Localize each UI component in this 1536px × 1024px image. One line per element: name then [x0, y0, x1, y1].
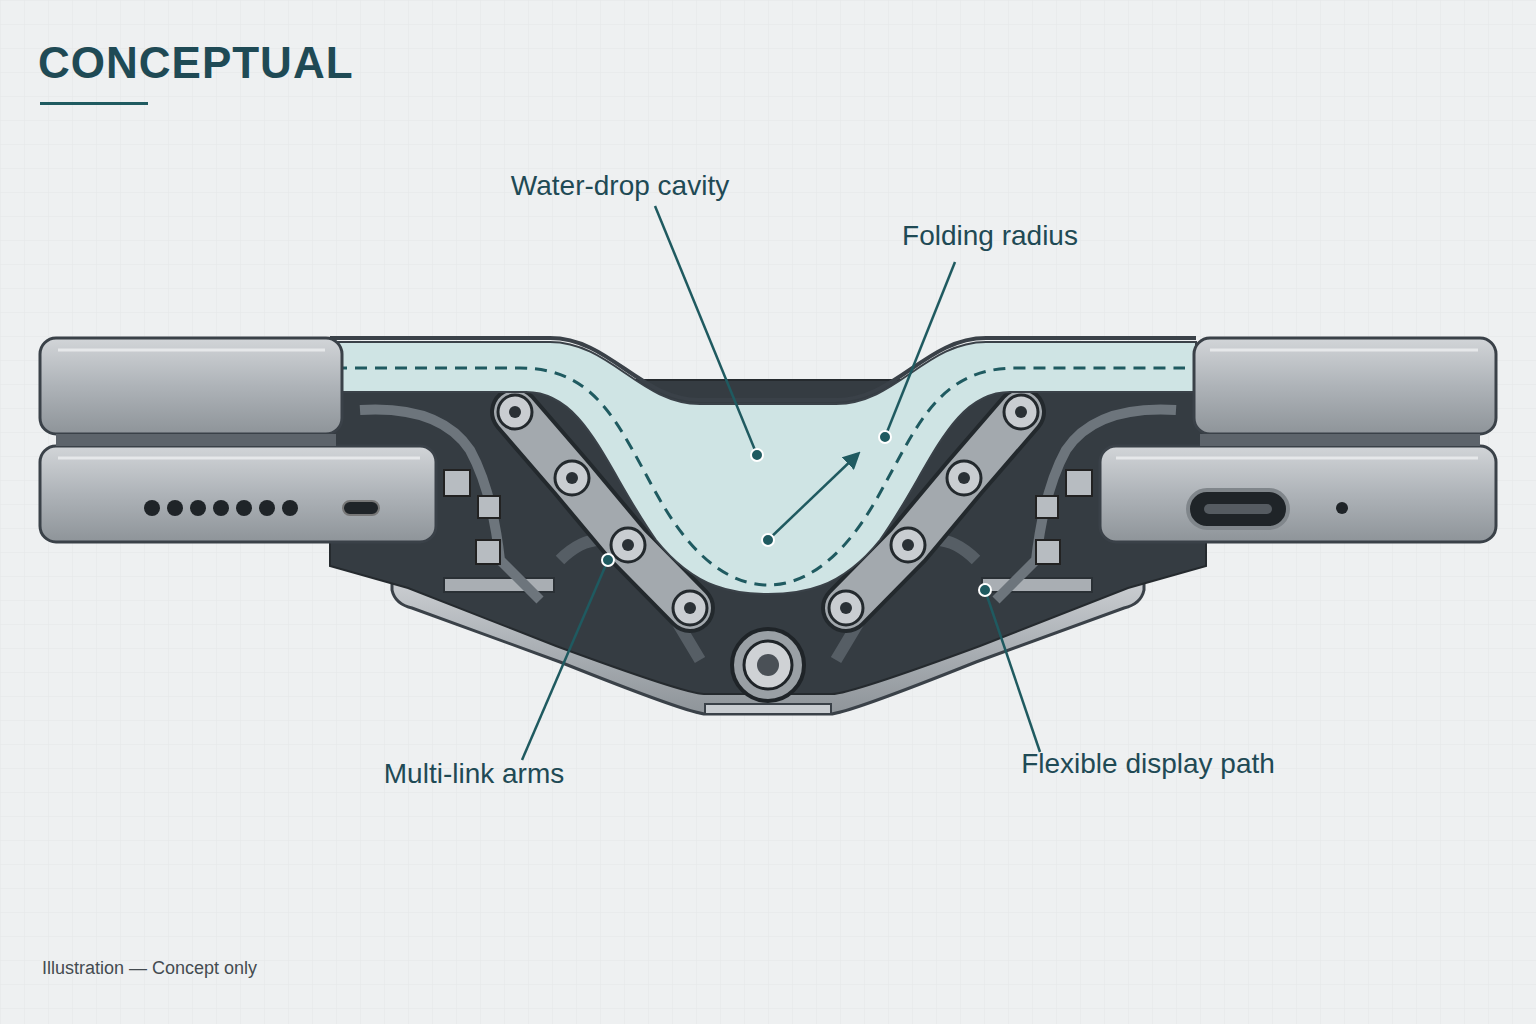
slab-highlight	[58, 349, 325, 352]
leader-dot	[762, 534, 774, 546]
slab-highlight	[58, 457, 420, 460]
mic-hole	[1336, 502, 1348, 514]
speaker-hole	[190, 500, 206, 516]
speaker-grille	[144, 500, 298, 516]
leader-dots	[602, 431, 991, 596]
link-pin	[829, 591, 863, 625]
speaker-hole	[144, 500, 160, 516]
speaker-hole	[236, 500, 252, 516]
caption: Illustration — Concept only	[42, 958, 257, 979]
phone-slab	[40, 338, 342, 434]
leader-line	[522, 560, 608, 760]
slab-gap	[56, 434, 336, 446]
pin-center	[566, 472, 578, 484]
usb-c-tongue	[1204, 504, 1272, 514]
speaker-hole	[282, 500, 298, 516]
hinge-block	[476, 540, 500, 564]
diagram-title: CONCEPTUAL	[38, 38, 354, 89]
pivot-ring	[744, 641, 792, 689]
link-pin	[555, 461, 589, 495]
slab-highlight	[1210, 349, 1478, 352]
pin-center	[902, 539, 914, 551]
slab-gap	[1200, 434, 1480, 446]
phone-slab	[40, 446, 436, 542]
part-label: Folding radius	[902, 220, 1078, 252]
phone-slab	[1194, 338, 1496, 434]
pin-center	[840, 602, 852, 614]
speaker-hole	[259, 500, 275, 516]
link-pin	[673, 591, 707, 625]
leader-line	[885, 262, 955, 437]
title-underline	[40, 102, 148, 105]
part-label: Water-drop cavity	[511, 170, 729, 202]
link-pin	[891, 528, 925, 562]
link-pin	[498, 395, 532, 429]
leader-line	[655, 206, 757, 455]
pin-center	[622, 539, 634, 551]
hinge-block	[1066, 470, 1092, 496]
link-pin	[1004, 395, 1038, 429]
radius-arrow	[768, 454, 858, 540]
pin-center	[1015, 406, 1027, 418]
mic-slot	[343, 501, 379, 515]
part-label: Multi-link arms	[384, 758, 564, 790]
link-pin	[947, 461, 981, 495]
leader-dot	[751, 449, 763, 461]
pin-center	[509, 406, 521, 418]
central-pivot	[732, 629, 804, 701]
speaker-hole	[167, 500, 183, 516]
housing-foot	[705, 704, 831, 714]
water-drop-cavity	[330, 342, 1196, 594]
hinge-block	[1036, 540, 1060, 564]
pin-center	[684, 602, 696, 614]
hinge-block	[478, 496, 500, 518]
base-plate	[982, 578, 1092, 592]
leader-dot	[979, 584, 991, 596]
slab-highlight	[1116, 457, 1478, 460]
speaker-hole	[213, 500, 229, 516]
link-pin	[611, 528, 645, 562]
part-label: Flexible display path	[1021, 748, 1275, 780]
hinge-block	[444, 470, 470, 496]
base-plate	[444, 578, 554, 592]
pin-center	[958, 472, 970, 484]
leader-line	[985, 590, 1040, 752]
leader-dot	[602, 554, 614, 566]
leader-dot	[879, 431, 891, 443]
hinge-block	[1036, 496, 1058, 518]
display-path	[335, 368, 1185, 585]
leader-lines	[522, 206, 1040, 760]
pivot-screw	[757, 654, 779, 676]
usb-c-port	[1188, 490, 1288, 528]
phone-slab	[1100, 446, 1496, 542]
